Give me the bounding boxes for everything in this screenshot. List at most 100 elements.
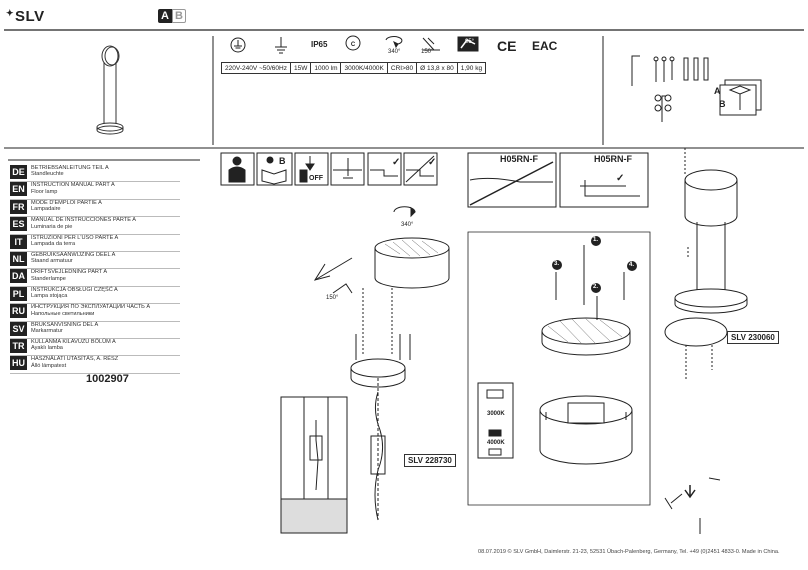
language-subtitle: Staand armatuur xyxy=(31,258,73,265)
language-title: INSTRUKCJA OBSŁUGI CZĘŚĆ A xyxy=(31,286,118,293)
footer-text: 08.07.2019 © SLV GmbH, Daimlerstr. 21-23… xyxy=(478,549,780,555)
spec-voltage: 220V-240V ~50/60Hz xyxy=(221,62,291,74)
language-subtitle: Floor lamp xyxy=(31,188,58,195)
spec-dimensions: Ø 13,8 x 80 xyxy=(416,62,458,74)
check-mark-icon: ✓ xyxy=(392,157,400,168)
read-manual-icon xyxy=(261,156,287,185)
tilt-label: 150° xyxy=(421,49,434,55)
language-title: HASZNÁLATI UTASÍTÁS, A. RÉSZ xyxy=(31,356,119,363)
language-code: RU xyxy=(10,304,27,319)
cross-section-detail xyxy=(280,396,348,534)
language-code: EN xyxy=(10,182,27,197)
language-subtitle: Standerlampe xyxy=(31,275,66,282)
language-code: SV xyxy=(10,321,27,336)
mounting-hardware xyxy=(631,55,762,122)
energy-class-icon xyxy=(345,35,361,51)
installation-depth-icon xyxy=(333,158,362,179)
step-markers xyxy=(552,236,637,293)
power-off-icon xyxy=(299,156,315,183)
language-title: INSTRUCTION MANUAL PART A xyxy=(31,182,115,189)
product-thumbnail xyxy=(96,45,124,135)
sheet-label-b: B xyxy=(719,99,726,109)
language-subtitle: Lampa stojąca xyxy=(31,293,68,300)
step-number: 3. xyxy=(554,261,560,267)
rotation-label: 340° xyxy=(388,49,401,55)
tilt-angle-icon xyxy=(422,37,440,51)
lamp-assembly-drawing xyxy=(313,206,450,521)
language-title: GEBRUIKSAANWIJZING DEEL A xyxy=(31,251,116,258)
part-badge: A B xyxy=(158,9,186,23)
language-title: ИНСТРУКЦИЯ ПО ЭКСПЛУАТАЦИИ ЧАСТЬ A xyxy=(31,304,151,311)
power-off-label: OFF xyxy=(309,175,323,182)
accessory-callout: SLV 228730 xyxy=(404,454,456,467)
language-code: IT xyxy=(10,234,27,249)
language-title: DRIFTSVEJLEDNING PART A xyxy=(31,269,108,276)
language-code: ES xyxy=(10,217,27,232)
book-b-label: B xyxy=(279,156,286,166)
step-number: 4. xyxy=(629,262,635,268)
earth-ground-icon xyxy=(275,37,287,54)
spec-cri: CRI>80 xyxy=(386,62,418,74)
spec-symbols xyxy=(230,35,479,54)
language-title: MANUAL DE INSTRUCCIONES PARTE A xyxy=(31,217,136,224)
language-subtitle: Markarmatur xyxy=(31,327,63,334)
logo-star-icon: ✦ xyxy=(6,8,15,18)
step-number: 2. xyxy=(593,284,599,290)
temperature-label: 95° xyxy=(465,39,475,45)
cct-cool-label: 4000K xyxy=(487,440,505,446)
fixture-detail-panel xyxy=(467,231,651,506)
install-assembly-right xyxy=(664,169,748,534)
protection-class-icon xyxy=(230,37,246,53)
language-title: MODE D'EMPLOI PARTIE A xyxy=(31,199,102,206)
sheet-label-a: A xyxy=(714,86,721,96)
language-subtitle: Lampadaire xyxy=(31,206,61,213)
spec-row: 220V-240V ~50/60Hz 15W 1000 lm 3000K/400… xyxy=(221,62,487,74)
language-code: TR xyxy=(10,338,27,353)
article-number: 1002907 xyxy=(86,373,129,385)
spec-color-temp: 3000K/4000K xyxy=(340,62,388,74)
ip-rating-label: IP65 xyxy=(311,40,328,49)
language-subtitle: Álló lámpatest xyxy=(31,362,67,369)
part-badge-inactive: B xyxy=(172,9,186,23)
language-title: KULLANMA KILAVUZU BÖLÜM A xyxy=(31,338,116,345)
cable-label: H05RN-F xyxy=(500,154,539,164)
language-subtitle: Ayaklı lamba xyxy=(31,345,63,352)
check-mark-icon: ✓ xyxy=(616,173,624,184)
language-subtitle: Lampada da terra xyxy=(31,240,76,247)
language-code: DA xyxy=(10,269,27,284)
check-mark-icon: ✓ xyxy=(428,157,436,168)
language-subtitle: Standleuchte xyxy=(31,171,64,178)
spec-table: 220V-240V ~50/60Hz 15W 1000 lm 3000K/400… xyxy=(221,62,487,74)
accessory-callout: SLV 230060 xyxy=(727,331,779,344)
language-code: NL xyxy=(10,251,27,266)
language-code: FR xyxy=(10,199,27,214)
spec-wattage: 15W xyxy=(289,62,312,74)
screw-set xyxy=(653,56,709,82)
spec-weight: 1,90 kg xyxy=(456,62,487,74)
language-code: HU xyxy=(10,356,27,371)
energy-class-letter: C xyxy=(351,42,356,48)
step-number: 1. xyxy=(593,237,599,243)
language-title: BRUKSANVISNING DEL A xyxy=(31,321,99,328)
part-badge-active: A xyxy=(158,9,172,23)
temperature-warning-icon xyxy=(457,36,479,52)
language-subtitle: Напольные светильники xyxy=(31,310,95,317)
electrician-icon xyxy=(228,156,246,183)
language-code: DE xyxy=(10,165,27,179)
brand-logo: ✦SLV xyxy=(6,8,45,25)
language-title: ISTRUZIONI PER L'USO PARTE A xyxy=(31,234,119,241)
safety-icons xyxy=(220,152,649,208)
